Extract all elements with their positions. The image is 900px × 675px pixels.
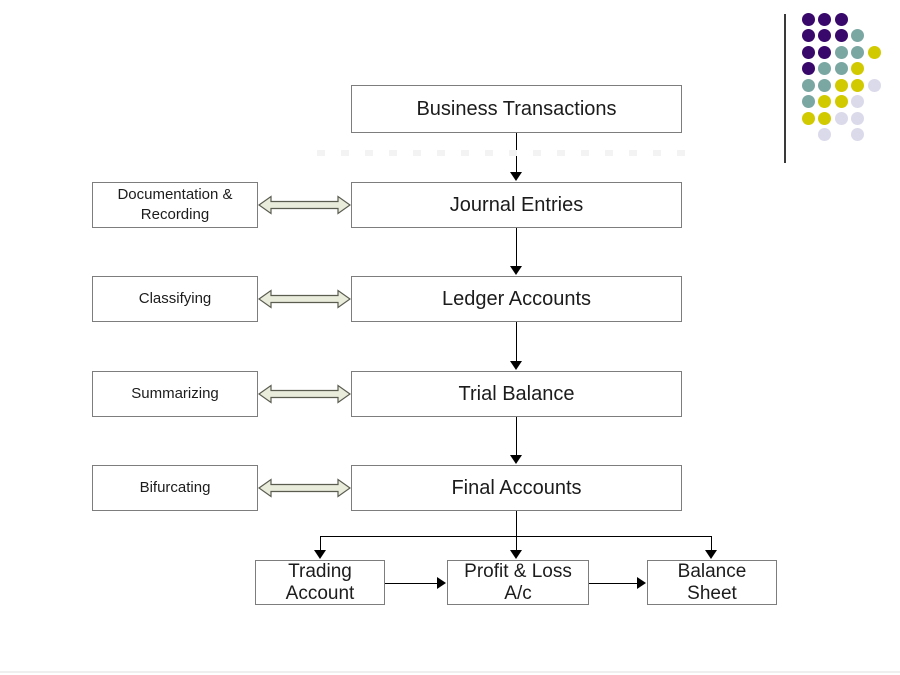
decorative-dot [834, 12, 848, 26]
decorative-dot [851, 95, 864, 108]
double-arrow [258, 195, 351, 215]
decorative-dot [867, 45, 881, 59]
decorative-dot [851, 29, 864, 42]
connector-line [385, 583, 439, 584]
decorative-dot [818, 45, 831, 59]
down-arrowhead [510, 361, 522, 370]
connector-line [516, 228, 517, 273]
flow-box-label: Classifying [138, 290, 212, 307]
double-arrow [258, 478, 351, 498]
flow-box-label: Trading Account [285, 560, 355, 604]
ghost-dashed-line [317, 150, 701, 156]
down-arrowhead [314, 550, 326, 559]
flow-box-profit-loss-ac: Profit & Loss A/c [447, 560, 589, 605]
connector-line [589, 583, 639, 584]
flow-box-classifying: Classifying [92, 276, 258, 322]
flow-box-label: Bifurcating [139, 479, 211, 496]
connector-line [516, 536, 517, 557]
connector-line [516, 417, 517, 462]
decorative-dot [818, 95, 831, 108]
flow-box-journal-entries: Journal Entries [351, 182, 682, 228]
bottom-edge-artifact [0, 671, 900, 673]
flow-box-summarizing: Summarizing [92, 371, 258, 417]
flow-box-label: Documentation & Recording [117, 186, 233, 223]
flow-box-documentation-recording: Documentation & Recording [92, 182, 258, 228]
decorative-dot [818, 111, 831, 125]
connector-line [320, 536, 321, 557]
connector-line [516, 511, 517, 536]
decorative-dot [801, 95, 815, 108]
decorative-dot [801, 12, 815, 26]
decorative-dot [801, 111, 815, 125]
flow-box-ledger-accounts: Ledger Accounts [351, 276, 682, 322]
decorative-dot [834, 111, 848, 125]
flow-box-label: Ledger Accounts [442, 288, 591, 310]
decorative-dot [834, 62, 848, 75]
flow-box-business-transactions: Business Transactions [351, 85, 682, 133]
flow-box-label: Summarizing [131, 385, 219, 402]
flow-box-trading-account: Trading Account [255, 560, 385, 605]
down-arrowhead [510, 266, 522, 275]
down-arrowhead [705, 550, 717, 559]
connector-line [711, 536, 712, 557]
flow-box-label: Final Accounts [451, 477, 582, 499]
flow-box-final-accounts: Final Accounts [351, 465, 682, 511]
decorative-dot [818, 29, 831, 42]
down-arrowhead [510, 455, 522, 464]
decorative-dot [851, 62, 864, 75]
decorative-dot [851, 128, 864, 141]
flow-box-label: Trial Balance [458, 383, 575, 405]
decorative-dot [801, 62, 815, 75]
decorative-dot [801, 45, 815, 59]
decorative-dot [818, 12, 831, 26]
double-arrow [258, 384, 351, 404]
decorative-dot [834, 78, 848, 92]
flow-box-bifurcating: Bifurcating [92, 465, 258, 511]
right-arrowhead [437, 577, 446, 589]
flow-box-label: Profit & Loss A/c [464, 560, 572, 604]
flow-box-label: Journal Entries [449, 194, 584, 216]
decorative-dot [818, 62, 831, 75]
connector-line [516, 322, 517, 368]
decorative-dot [834, 29, 848, 42]
connector-line [320, 536, 711, 537]
decorative-dot [834, 95, 848, 108]
flow-box-trial-balance: Trial Balance [351, 371, 682, 417]
double-arrow [258, 289, 351, 309]
decorative-dot [801, 29, 815, 42]
flow-box-label: Balance Sheet [677, 560, 747, 604]
down-arrowhead [510, 550, 522, 559]
right-arrowhead [637, 577, 646, 589]
down-arrowhead [510, 172, 522, 181]
decorative-dot [818, 128, 831, 141]
flow-box-balance-sheet: Balance Sheet [647, 560, 777, 605]
decorative-vertical-rule [784, 14, 786, 163]
decorative-dot [834, 45, 848, 59]
decorative-dot [851, 111, 864, 125]
connector-line [516, 133, 517, 179]
decorative-dot [801, 78, 815, 92]
flow-box-label: Business Transactions [416, 98, 617, 120]
decorative-dot [867, 78, 881, 92]
decorative-dot [851, 78, 864, 92]
decorative-dot [851, 45, 864, 59]
decorative-dot [818, 78, 831, 92]
